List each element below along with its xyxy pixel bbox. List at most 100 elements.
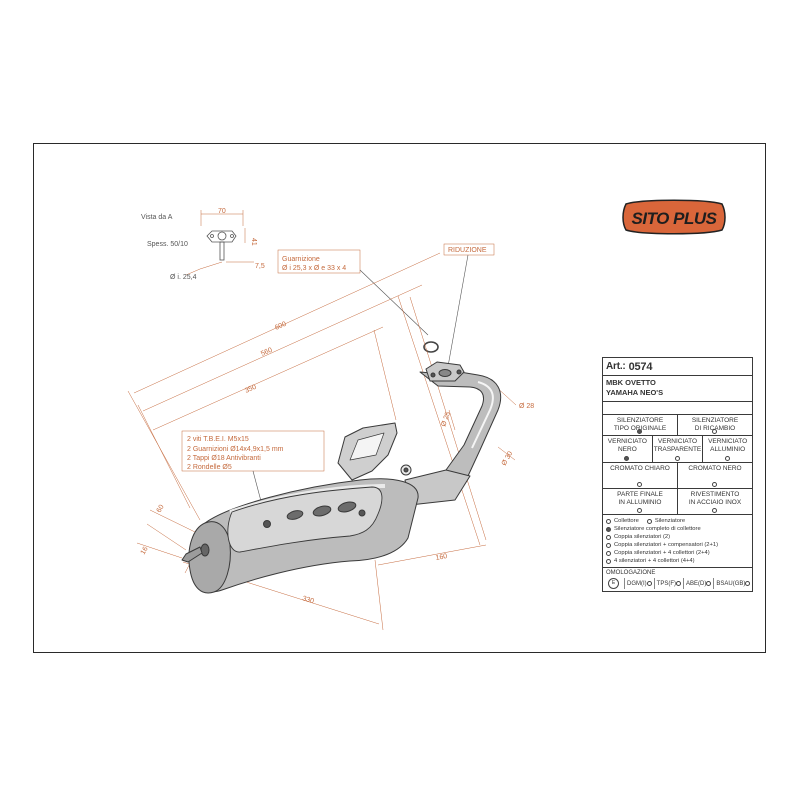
- configuration-radio[interactable]: [606, 550, 611, 556]
- kit-line-2: 2 Guarnizioni Ø14x4,9x1,5 mm: [187, 446, 284, 453]
- model-name: YAMAHA NEO'S: [606, 388, 664, 397]
- inner-diameter-label: Ø i. 25,4: [170, 274, 197, 281]
- dim-560: 560: [260, 347, 274, 358]
- paint-option[interactable]: VERNICIATO TRASPARENTE: [651, 436, 703, 462]
- dim-600: 600: [274, 321, 288, 332]
- configuration-option[interactable]: Coppia silenziatori + compensatori (2+1): [606, 541, 749, 549]
- finish-row: PARTE FINALE IN ALLUMINIO RIVESTIMENTO IN…: [603, 489, 752, 515]
- dim-60: 60: [156, 504, 166, 514]
- configuration-radio[interactable]: [606, 542, 611, 548]
- collettore-label: Collettore: [614, 518, 639, 524]
- paint-radio[interactable]: [724, 456, 730, 461]
- chrome-radio[interactable]: [712, 482, 717, 487]
- configuration-label: Silenziatore completo di collettore: [614, 526, 701, 532]
- dim-350: 350: [244, 384, 258, 395]
- gasket-ring-icon: [423, 341, 439, 353]
- dim-330: 330: [301, 595, 314, 605]
- dim-7-5: 7,5: [255, 263, 265, 270]
- configuration-radio[interactable]: [606, 558, 611, 564]
- homologation-option[interactable]: DGM(I): [624, 578, 654, 589]
- paint-row: VERNICIATO NERO VERNICIATO TRASPARENTE VER…: [603, 436, 752, 463]
- chrome-option-label: CROMATO CHIARO: [610, 465, 670, 472]
- configuration-label: 4 silenziatori + 4 collettori (4+4): [614, 558, 695, 564]
- dim-70: 70: [218, 208, 226, 215]
- kit-line-4: 2 Rondelle Ø5: [187, 464, 232, 471]
- gasket-spec: Ø i 25,3 x Ø e 33 x 4: [282, 265, 346, 272]
- homologation-title: OMOLOGAZIONE: [606, 570, 656, 576]
- reduction-label: RIDUZIONE: [448, 247, 487, 254]
- homologation-e-mark: E: [606, 578, 624, 589]
- dim-16: 16: [140, 546, 150, 556]
- dim-diameter-25: Ø 25: [440, 411, 452, 428]
- configuration-radio[interactable]: [606, 534, 611, 540]
- reduction-callout-box: [443, 243, 495, 373]
- chrome-option[interactable]: CROMATO NERO: [677, 463, 752, 488]
- chrome-radio[interactable]: [637, 482, 642, 487]
- configuration-option[interactable]: Coppia silenziatori + 4 collettori (2+4): [606, 549, 749, 557]
- model-name: MBK OVETTO: [606, 378, 656, 387]
- paint-option-label: VERNICIATO ALLUMINIO: [708, 438, 748, 453]
- finish-option[interactable]: PARTE FINALE IN ALLUMINIO: [603, 489, 677, 514]
- collettore-silenziatore-options: Collettore Silenziatore: [606, 517, 749, 525]
- homologation-radio[interactable]: [676, 581, 682, 586]
- article-label: Art.:: [606, 361, 626, 372]
- configuration-option[interactable]: 4 silenziatori + 4 collettori (4+4): [606, 557, 749, 565]
- homologation-label: TPS(F): [656, 580, 677, 587]
- homologation-radio[interactable]: [745, 581, 751, 586]
- article-header: Art.: 0574: [603, 358, 752, 376]
- chrome-row: CROMATO CHIARO CROMATO NERO: [603, 463, 752, 489]
- spec-table: Art.: 0574 MBK OVETTO YAMAHA NEO'S SILEN…: [602, 357, 753, 592]
- view-label: Vista da A: [141, 214, 173, 221]
- configuration-label: Coppia silenziatori (2): [614, 534, 671, 540]
- article-number: 0574: [628, 360, 653, 373]
- silencer-type-row: SILENZIATORE TIPO ORIGINALE SILENZIATORE …: [603, 415, 752, 436]
- thickness-label: Spess. 50/10: [147, 241, 188, 248]
- radio-silenziatore[interactable]: [646, 518, 652, 524]
- chrome-option-label: CROMATO NERO: [688, 465, 742, 472]
- paint-option[interactable]: VERNICIATO ALLUMINIO: [702, 436, 752, 462]
- gasket-title: Guarnizione: [282, 256, 320, 263]
- silencer-type-option[interactable]: SILENZIATORE DI RICAMBIO: [677, 415, 752, 435]
- silencer-type-radio[interactable]: [637, 429, 642, 434]
- dim-160: 160: [435, 553, 448, 562]
- configuration-label: Coppia silenziatori + compensatori (2+1): [614, 542, 719, 548]
- exhaust-muffler: [181, 361, 502, 594]
- models-list: MBK OVETTO YAMAHA NEO'S: [603, 376, 752, 402]
- paint-option-label: VERNICIATO TRASPARENTE: [653, 438, 702, 453]
- paint-option-label: VERNICIATO NERO: [607, 438, 647, 453]
- homologation-radio[interactable]: [646, 581, 652, 586]
- homologation-label: BSAU(GB): [716, 580, 746, 587]
- dim-diameter-28: Ø 28: [519, 403, 534, 410]
- e-mark-icon: E: [608, 578, 619, 589]
- paint-option[interactable]: VERNICIATO NERO: [603, 436, 652, 462]
- silencer-type-option-label: SILENZIATORE DI RICAMBIO: [691, 417, 739, 432]
- chrome-option[interactable]: CROMATO CHIARO: [603, 463, 677, 488]
- kit-line-3: 2 Tappi Ø18 Antivibranti: [187, 455, 261, 462]
- silencer-type-radio[interactable]: [712, 429, 717, 434]
- paint-radio[interactable]: [624, 456, 630, 461]
- finish-radio[interactable]: [712, 508, 717, 513]
- homologation-option[interactable]: ABE(D): [683, 578, 713, 589]
- homologation-option[interactable]: TPS(F): [653, 578, 683, 589]
- paint-radio[interactable]: [674, 456, 680, 461]
- configuration-radio[interactable]: [606, 526, 611, 532]
- configuration-option[interactable]: Coppia silenziatori (2): [606, 533, 749, 541]
- radio-collettore[interactable]: [606, 518, 611, 524]
- homologation-section: OMOLOGAZIONE E DGM(I) TPS(F) ABE(D)BSAU(GB…: [603, 568, 752, 591]
- dim-diameter-30: Ø 30: [501, 450, 515, 467]
- homologation-label: DGM(I): [627, 580, 647, 587]
- finish-option[interactable]: RIVESTIMENTO IN ACCIAIO INOX: [677, 489, 752, 514]
- configuration-option[interactable]: Silenziatore completo di collettore: [606, 525, 749, 533]
- silencer-type-option[interactable]: SILENZIATORE TIPO ORIGINALE: [603, 415, 677, 435]
- kit-line-1: 2 viti T.B.E.I. M5x15: [187, 436, 249, 443]
- flange-detail: [185, 210, 254, 276]
- silencer-type-option-label: SILENZIATORE TIPO ORIGINALE: [613, 417, 667, 432]
- finish-radio[interactable]: [637, 508, 642, 513]
- silenziatore-label: Silenziatore: [654, 518, 686, 524]
- homologation-radio[interactable]: [706, 581, 712, 586]
- sito-plus-logo: SITO PLUS: [622, 199, 726, 235]
- homologation-option[interactable]: BSAU(GB): [713, 578, 752, 589]
- finish-option-label: PARTE FINALE IN ALLUMINIO: [617, 491, 663, 506]
- spacer-row: [603, 402, 752, 415]
